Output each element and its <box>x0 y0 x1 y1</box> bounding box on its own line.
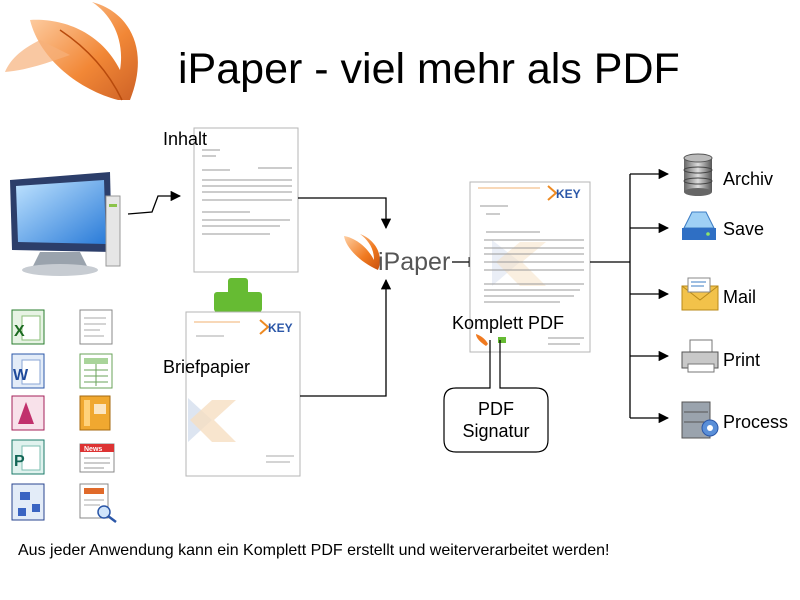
output-label-print: Print <box>723 350 761 370</box>
complete-pdf-label: Komplett PDF <box>452 313 565 333</box>
letterhead-label: Briefpapier <box>163 357 251 377</box>
svg-text:News: News <box>84 446 102 453</box>
arrow-content-to-ipaper <box>298 197 392 230</box>
output-connectors <box>590 168 670 424</box>
pdf-key-logo: KEY <box>547 185 581 201</box>
feather-logo-icon <box>5 2 138 101</box>
database-icon <box>683 153 713 196</box>
output-label-save: Save <box>723 219 765 239</box>
pdf-seal-feather-icon <box>476 334 488 346</box>
visio-icon <box>11 483 45 521</box>
complete-pdf-document <box>469 181 591 353</box>
excel-icon: X <box>11 309 45 345</box>
output-label-process: Process <box>723 412 789 432</box>
letterhead-document <box>185 311 301 477</box>
contacts-book-icon <box>79 395 111 431</box>
content-document <box>193 127 299 273</box>
letterhead-key-logo: KEY <box>259 319 293 335</box>
ipaper-brand: iPaper <box>378 248 451 276</box>
publisher-icon: P <box>11 439 45 475</box>
page-title: iPaper - viel mehr als PDF <box>178 45 680 93</box>
output-label-mail: Mail <box>723 287 757 307</box>
pdf-logo-text: KEY <box>556 187 581 201</box>
svg-text:X: X <box>14 323 25 340</box>
svg-text:W: W <box>13 367 29 384</box>
news-icon: News <box>79 443 115 473</box>
arrow-computer-to-content <box>127 190 182 215</box>
document-search-icon <box>79 483 117 523</box>
printer-icon <box>681 339 719 373</box>
signature-line-1: PDF <box>478 399 514 419</box>
letterhead-logo-text: KEY <box>268 321 293 335</box>
signature-text: PDF Signatur <box>444 398 548 442</box>
server-process-icon <box>681 401 719 439</box>
ipaper-feather-icon <box>344 234 380 270</box>
form-icon <box>79 309 113 345</box>
signature-line-2: Signatur <box>462 421 530 441</box>
arrow-letterhead-to-ipaper <box>300 278 392 397</box>
content-label: Inhalt <box>163 129 208 149</box>
signature-callout <box>443 340 549 453</box>
caption: Aus jeder Anwendung kann ein Komplett PD… <box>18 542 610 559</box>
spreadsheet-icon <box>79 353 113 389</box>
access-icon <box>11 395 45 431</box>
computer-icon <box>10 172 121 276</box>
word-icon: W <box>11 353 45 389</box>
mail-icon <box>681 277 719 311</box>
drive-icon <box>682 211 716 240</box>
svg-text:P: P <box>14 453 25 470</box>
output-label-archive: Archiv <box>723 169 774 189</box>
